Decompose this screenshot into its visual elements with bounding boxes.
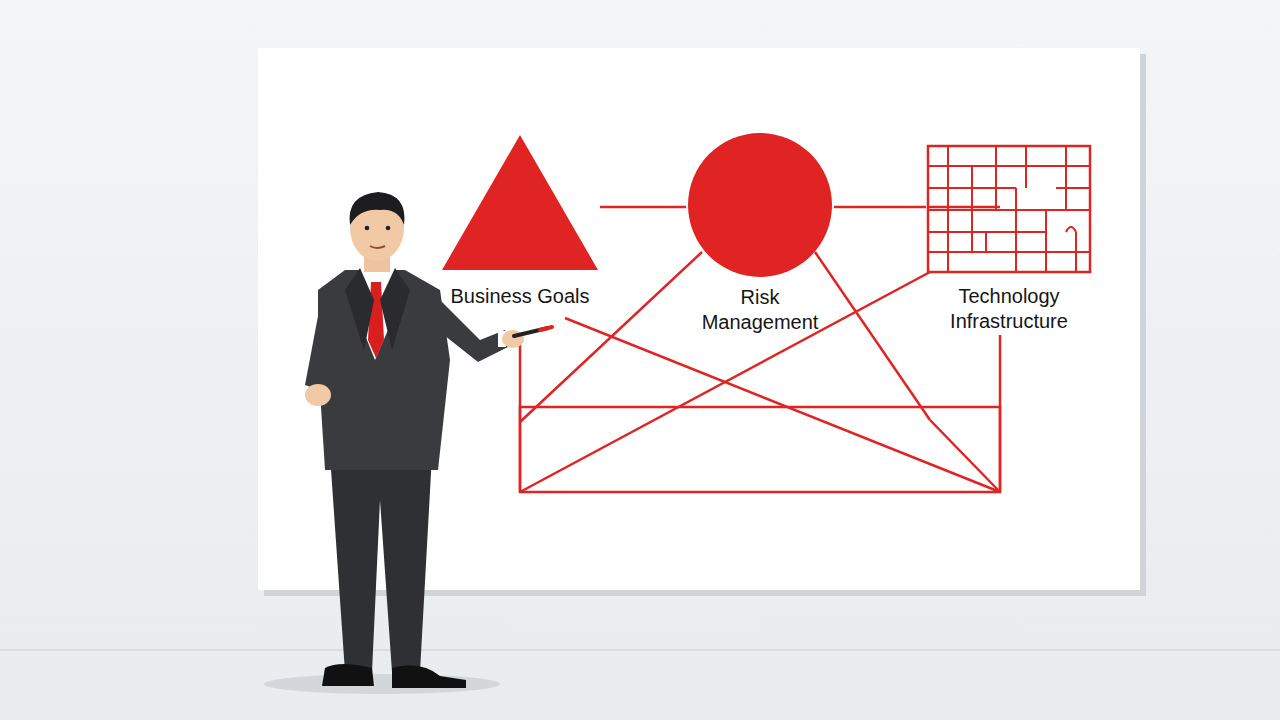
node-shape: [686, 131, 834, 279]
node-label: Technology Infrastructure: [939, 284, 1079, 334]
grid-node: Technology Infrastructure: [926, 144, 1092, 334]
circle-node: Risk Management: [686, 131, 834, 335]
triangle-node: Business Goals: [440, 135, 600, 309]
floor-line: [0, 649, 1280, 651]
node-label: Risk Management: [690, 285, 830, 335]
node-label: Business Goals: [450, 284, 590, 309]
connector-line: [600, 206, 686, 209]
connector-line: [834, 206, 926, 209]
node-shape: [440, 135, 600, 272]
node-shape: [926, 144, 1092, 274]
